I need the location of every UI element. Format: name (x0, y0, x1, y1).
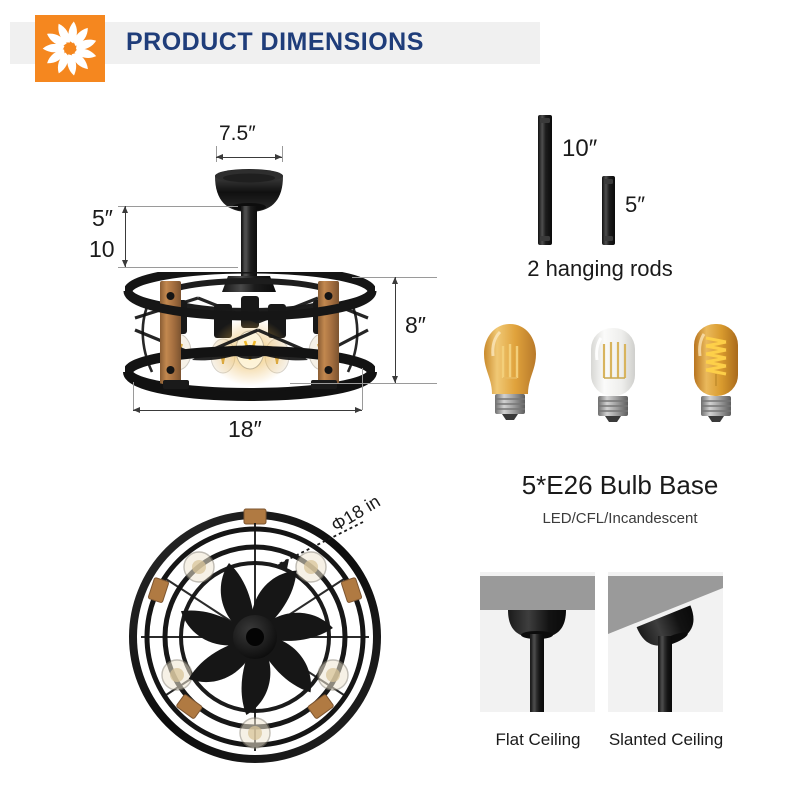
slanted-ceiling-mount-icon (608, 572, 723, 712)
clear-tubular-filament-bulb (591, 328, 635, 422)
arrow-down (121, 260, 128, 267)
bottom-view-group: Φ18 in (105, 491, 405, 775)
arrow-left (216, 153, 223, 160)
diameter-callout (274, 521, 364, 569)
dim-label-rod-option-1: 5″ (92, 205, 113, 231)
ext-line (133, 382, 134, 410)
slanted-ceiling-label: Slanted Ceiling (608, 730, 724, 749)
dim-label-rod-option-2: 10 (89, 236, 115, 262)
ext-line (118, 267, 238, 268)
arrow-right (355, 406, 362, 413)
amber-spiral-filament-bulb (694, 324, 738, 422)
bulbs-group (470, 312, 790, 452)
flat-ceiling-mount-icon (480, 572, 595, 712)
arrow-right (275, 153, 282, 160)
ext-line (290, 383, 437, 384)
rod-label-long: 10″ (562, 135, 598, 162)
dim-line-fixture-height (395, 277, 396, 383)
page-title: PRODUCT DIMENSIONS (126, 28, 424, 56)
arrow-left (133, 406, 140, 413)
main-diagram-group: 7.5″ 5″ 10 8″ 18″ (0, 0, 460, 460)
dim-line-canopy-width (216, 157, 282, 158)
dim-line-rod-height (125, 206, 126, 267)
flat-ceiling-label: Flat Ceiling (495, 730, 581, 749)
arrow-up (391, 277, 398, 284)
ext-line (118, 206, 238, 207)
ext-line (362, 368, 363, 410)
rod-label-short: 5″ (625, 192, 646, 217)
arrow-up (121, 206, 128, 213)
ceiling-fan-side-view (123, 169, 377, 402)
dim-label-fixture-height: 8″ (405, 312, 426, 338)
bulb-base-caption: 5*E26 Bulb Base (521, 470, 719, 500)
hanging-rods-caption: 2 hanging rods (527, 256, 673, 281)
dim-line-fixture-diameter (133, 410, 362, 411)
ext-line (282, 146, 283, 162)
amber-st64-filament-bulb (484, 324, 536, 420)
dim-label-canopy-width: 7.5″ (219, 122, 256, 145)
arrow-down (391, 376, 398, 383)
fan-blades-logo-icon (35, 15, 105, 82)
ceiling-fan-bottom-view (129, 508, 381, 763)
bulb-type-subcaption: LED/CFL/Incandescent (542, 510, 698, 527)
hanging-rods-group: 10″ 5″ (470, 110, 790, 290)
dim-label-fixture-diameter: 18″ (228, 416, 262, 442)
